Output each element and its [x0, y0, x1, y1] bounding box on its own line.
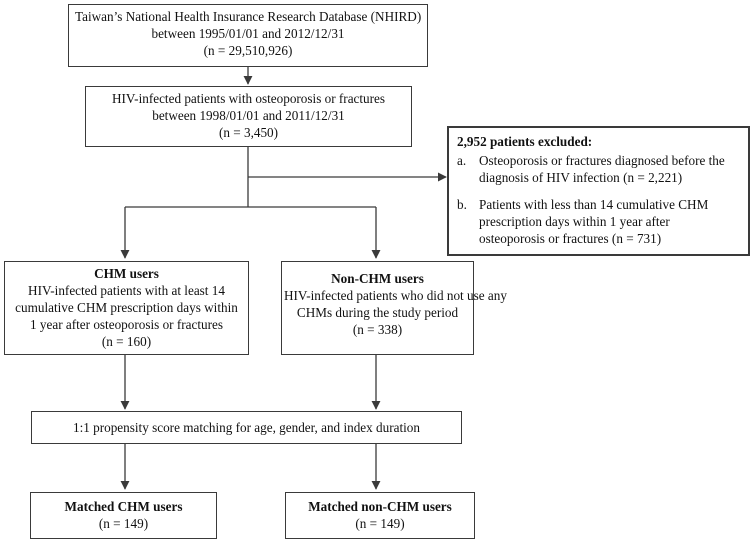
excluded-item-b: b. Patients with less than 14 cumulative… — [457, 196, 740, 247]
matching-label: 1:1 propensity score matching for age, g… — [72, 420, 420, 435]
matched-nonchm-count: (n = 149) — [355, 516, 405, 531]
nhird-line-1: Taiwan’s National Health Insurance Resea… — [75, 9, 422, 24]
nonchm-line-2: CHMs during the study period — [296, 305, 459, 320]
hiv-line-1: HIV-infected patients with osteoporosis … — [111, 91, 386, 106]
matched-chm-count: (n = 149) — [98, 516, 149, 531]
excluded-a-line-1: Osteoporosis or fractures diagnosed befo… — [479, 153, 725, 168]
chm-line-1: HIV-infected patients with at least 14 — [28, 283, 225, 298]
excluded-title: 2,952 patients excluded: — [457, 134, 593, 149]
excluded-b-line-3: osteoporosis or fractures (n = 731) — [479, 231, 662, 246]
nonchm-title: Non-CHM users — [331, 271, 424, 286]
chm-line-2: cumulative CHM prescription days within — [15, 300, 238, 315]
chm-users-box: CHM users HIV-infected patients with at … — [4, 261, 249, 355]
hiv-patients-box: HIV-infected patients with osteoporosis … — [85, 86, 412, 147]
chm-title: CHM users — [94, 266, 159, 281]
matched-chm-title: Matched CHM users — [64, 499, 183, 514]
hiv-line-3: (n = 3,450) — [218, 125, 279, 140]
matched-nonchm-title: Matched non-CHM users — [308, 499, 452, 514]
excluded-b-line-2: prescription days within 1 year after — [479, 214, 670, 229]
chm-line-4: (n = 160) — [101, 334, 152, 349]
excluded-a-line-2: diagnosis of HIV infection (n = 2,221) — [479, 170, 683, 185]
excluded-b-line-1: Patients with less than 14 cumulative CH… — [479, 197, 709, 212]
nhird-line-2: between 1995/01/01 and 2012/12/31 — [151, 26, 345, 41]
nhird-box: Taiwan’s National Health Insurance Resea… — [68, 4, 428, 67]
nonchm-line-1: HIV-infected patients who did not use an… — [284, 288, 507, 303]
excluded-box: 2,952 patients excluded: a. Osteoporosis… — [447, 126, 750, 256]
nhird-line-3: (n = 29,510,926) — [203, 43, 293, 58]
hiv-line-2: between 1998/01/01 and 2011/12/31 — [152, 108, 345, 123]
matched-non-chm-box: Matched non-CHM users (n = 149) — [285, 492, 475, 539]
excluded-b-marker: b. — [457, 197, 467, 212]
non-chm-users-box: Non-CHM users HIV-infected patients who … — [281, 261, 507, 355]
matched-chm-box: Matched CHM users (n = 149) — [30, 492, 217, 539]
chm-line-3: 1 year after osteoporosis or fractures — [30, 317, 223, 332]
excluded-a-marker: a. — [457, 153, 467, 168]
excluded-item-a: a. Osteoporosis or fractures diagnosed b… — [457, 152, 740, 186]
nonchm-line-3: (n = 338) — [352, 322, 403, 337]
matching-box: 1:1 propensity score matching for age, g… — [31, 411, 462, 444]
